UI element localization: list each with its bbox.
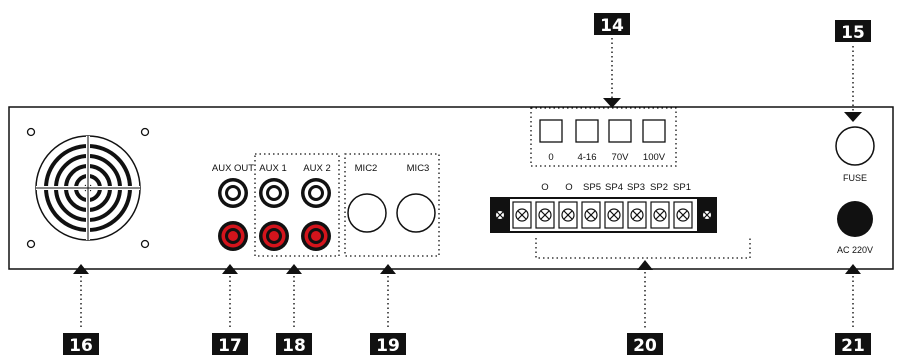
terminal-screw-sp2 [627,201,647,229]
callout-14-number: 14 [600,16,624,36]
callout-21-number: 21 [841,336,865,356]
ac-power-inlet [837,201,873,237]
terminal-screw-sp3 [604,201,624,229]
terminal-screw-extra [673,201,693,229]
callout-20: 20 [627,260,663,356]
callout-15-number: 15 [841,23,865,43]
rear-panel [8,106,894,270]
aux2-jack-white [301,178,331,208]
callout-21: 21 [835,264,871,356]
fan-grille [26,127,150,249]
mic3-jack [396,193,436,233]
terminal-label-sp2: SP2 [650,182,668,193]
callout-19-number: 19 [376,336,400,356]
aux-out-jack-white [218,178,248,208]
terminal-screw-sp4 [581,201,601,229]
callout-17: 17 [212,264,248,356]
impedance-switch-group [530,107,677,167]
impedance-switch-4-16: 4-16 [575,119,599,163]
aux2-label: AUX 2 [303,163,330,174]
impedance-label-70v: 70V [612,152,630,163]
terminal-screw-sp5 [558,201,578,229]
ac-label: AC 220V [837,245,873,255]
terminal-label-o1: O [541,182,548,193]
terminal-bracket [535,238,751,259]
terminal-strip-mount-right [703,211,711,219]
mic2-label: MIC2 [355,163,378,174]
impedance-switch-70v: 70V [608,119,632,163]
terminal-strip-mount-left [496,211,504,219]
terminal-screw-o1 [512,201,532,229]
aux2-jack-red [301,221,331,251]
callout-14: 14 [594,13,630,108]
impedance-label-100v: 100V [643,152,666,163]
callout-17-number: 17 [218,336,242,356]
callout-18: 18 [276,264,312,356]
aux1-label: AUX 1 [259,163,286,174]
terminal-label-o2: O [565,182,572,193]
impedance-switch-0: 0 [539,119,563,163]
callout-18-number: 18 [282,336,306,356]
callout-16-number: 16 [69,336,93,356]
speaker-terminal-strip [490,197,717,233]
mic-input-group [344,153,440,257]
callout-19: 19 [370,264,406,356]
mic2-jack [347,193,387,233]
aux-out-jack-red [218,221,248,251]
fuse-label: FUSE [843,173,867,183]
impedance-switch-100v: 100V [642,119,666,163]
aux-input-group [254,153,340,257]
aux1-jack-white [259,178,289,208]
aux1-jack-red [259,221,289,251]
terminal-label-sp5: SP5 [583,182,601,193]
callout-15: 15 [835,20,871,122]
terminal-label-sp3: SP3 [627,182,645,193]
impedance-label-0: 0 [548,152,553,163]
callout-20-number: 20 [633,336,657,356]
terminal-label-sp1: SP1 [673,182,691,193]
mic3-label: MIC3 [407,163,430,174]
aux-out-label: AUX OUT [212,163,254,174]
terminal-label-sp4: SP4 [605,182,623,193]
terminal-screw-o2 [535,201,555,229]
fuse-holder [835,126,875,166]
impedance-label-4-16: 4-16 [577,152,596,163]
terminal-screw-sp1 [650,201,670,229]
callout-16: 16 [63,264,99,356]
